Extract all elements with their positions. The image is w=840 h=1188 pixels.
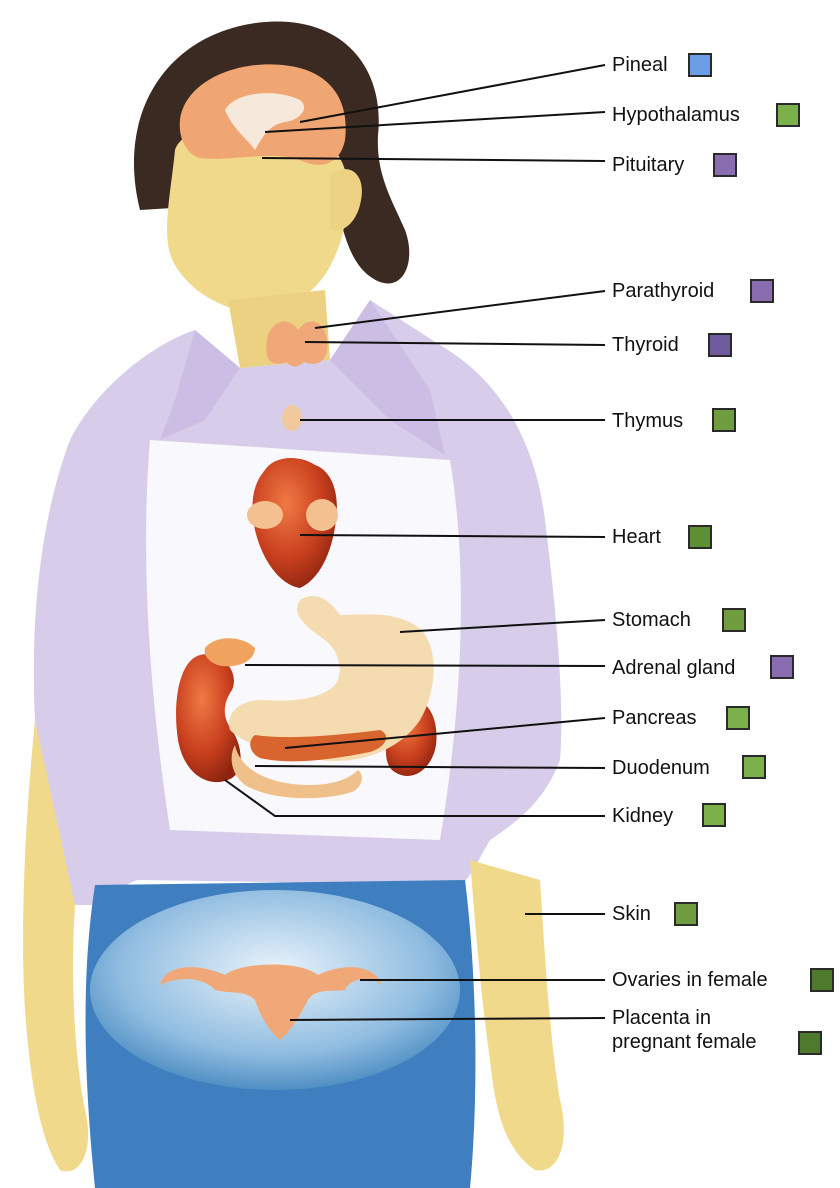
label-thyroid: Thyroid [612,333,679,357]
leader-parathyroid [315,291,605,328]
swatch-thymus [712,408,736,432]
swatch-parathyroid [750,279,774,303]
label-kidney: Kidney [612,804,673,828]
thymus-organ [282,405,302,431]
label-heart: Heart [612,525,661,549]
label-thymus: Thymus [612,409,683,433]
swatch-duodenum [742,755,766,779]
swatch-placenta [798,1031,822,1055]
swatch-heart [688,525,712,549]
label-hypothalamus: Hypothalamus [612,103,740,127]
swatch-adrenal-gland [770,655,794,679]
swatch-hypothalamus [776,103,800,127]
swatch-kidney [702,803,726,827]
right-arm [470,860,564,1170]
swatch-skin [674,902,698,926]
label-adrenal-gland: Adrenal gland [612,656,735,680]
label-duodenum: Duodenum [612,756,710,780]
swatch-pituitary [713,153,737,177]
leader-adrenal [245,665,605,666]
swatch-pancreas [726,706,750,730]
swatch-ovaries [810,968,834,992]
label-skin: Skin [612,902,651,926]
label-parathyroid: Parathyroid [612,279,714,303]
swatch-stomach [722,608,746,632]
swatch-pineal [688,53,712,77]
heart-atrium-right [306,499,338,531]
label-pituitary: Pituitary [612,153,684,177]
label-ovaries: Ovaries in female [612,968,768,992]
label-pineal: Pineal [612,53,668,77]
heart-atrium-left [247,501,283,529]
label-stomach: Stomach [612,608,691,632]
swatch-thyroid [708,333,732,357]
label-placenta: Placenta in pregnant female [612,1006,757,1054]
label-pancreas: Pancreas [612,706,697,730]
